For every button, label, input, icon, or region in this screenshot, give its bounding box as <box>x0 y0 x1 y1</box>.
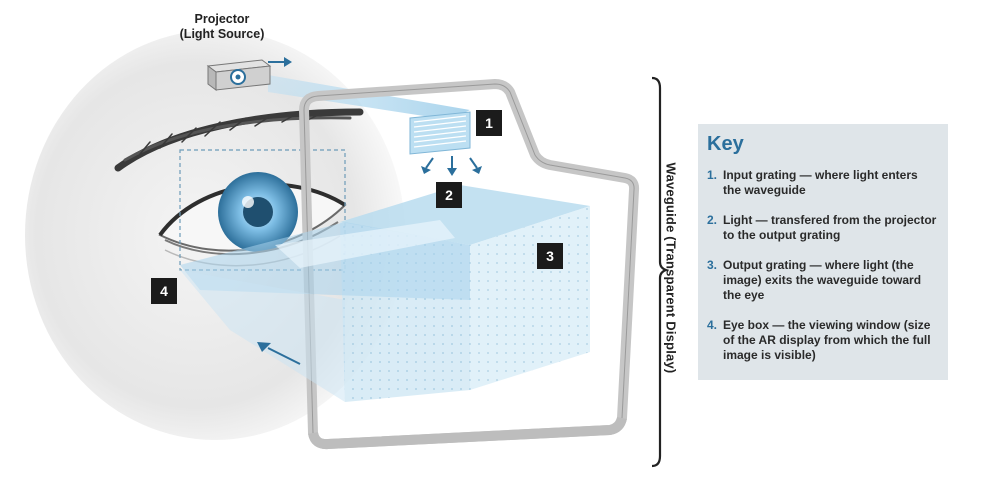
projector-label-line1: Projector <box>194 12 250 26</box>
projector-arrow <box>268 57 292 67</box>
key-panel: Key 1. Input grating — where light enters… <box>698 124 948 380</box>
key-item-text: Input grating — where light enters the w… <box>723 168 918 197</box>
key-item-text: Light — transfered from the projector to… <box>723 213 937 242</box>
light-spread-arrows <box>421 156 482 176</box>
input-grating <box>409 111 471 155</box>
marker-4: 4 <box>151 278 177 304</box>
marker-2: 2 <box>436 182 462 208</box>
marker-1: 1 <box>476 110 502 136</box>
key-title: Key <box>707 133 744 155</box>
light-to-eye-arrow <box>257 342 301 365</box>
key-item-number: 2. <box>707 213 718 227</box>
key-item-number: 1. <box>707 168 718 182</box>
eyebrow <box>114 108 364 172</box>
key-item: 4. Eye box — the viewing window (size of … <box>707 318 938 363</box>
key-item-number: 4. <box>707 318 718 332</box>
key-item-number: 3. <box>707 258 718 272</box>
waveguide-bracket <box>651 76 670 468</box>
light-cone-lower <box>180 270 345 402</box>
key-item-text: Eye box — the viewing window (size of th… <box>723 318 931 362</box>
key-item: 2. Light — transfered from the projector … <box>707 213 938 243</box>
key-item-text: Output grating — where light (the image)… <box>723 258 922 302</box>
key-list: 1. Input grating — where light enters the… <box>707 168 938 363</box>
projector-label-line2: (Light Source) <box>179 27 265 41</box>
key-item: 3. Output grating — where light (the imag… <box>707 258 938 303</box>
key-item: 1. Input grating — where light enters the… <box>707 168 938 198</box>
marker-3: 3 <box>537 243 563 269</box>
projector-label: Projector (Light Source) <box>168 12 276 42</box>
projector-icon <box>206 59 272 91</box>
waveguide-label: Waveguide (Transparent Display) <box>663 162 679 374</box>
